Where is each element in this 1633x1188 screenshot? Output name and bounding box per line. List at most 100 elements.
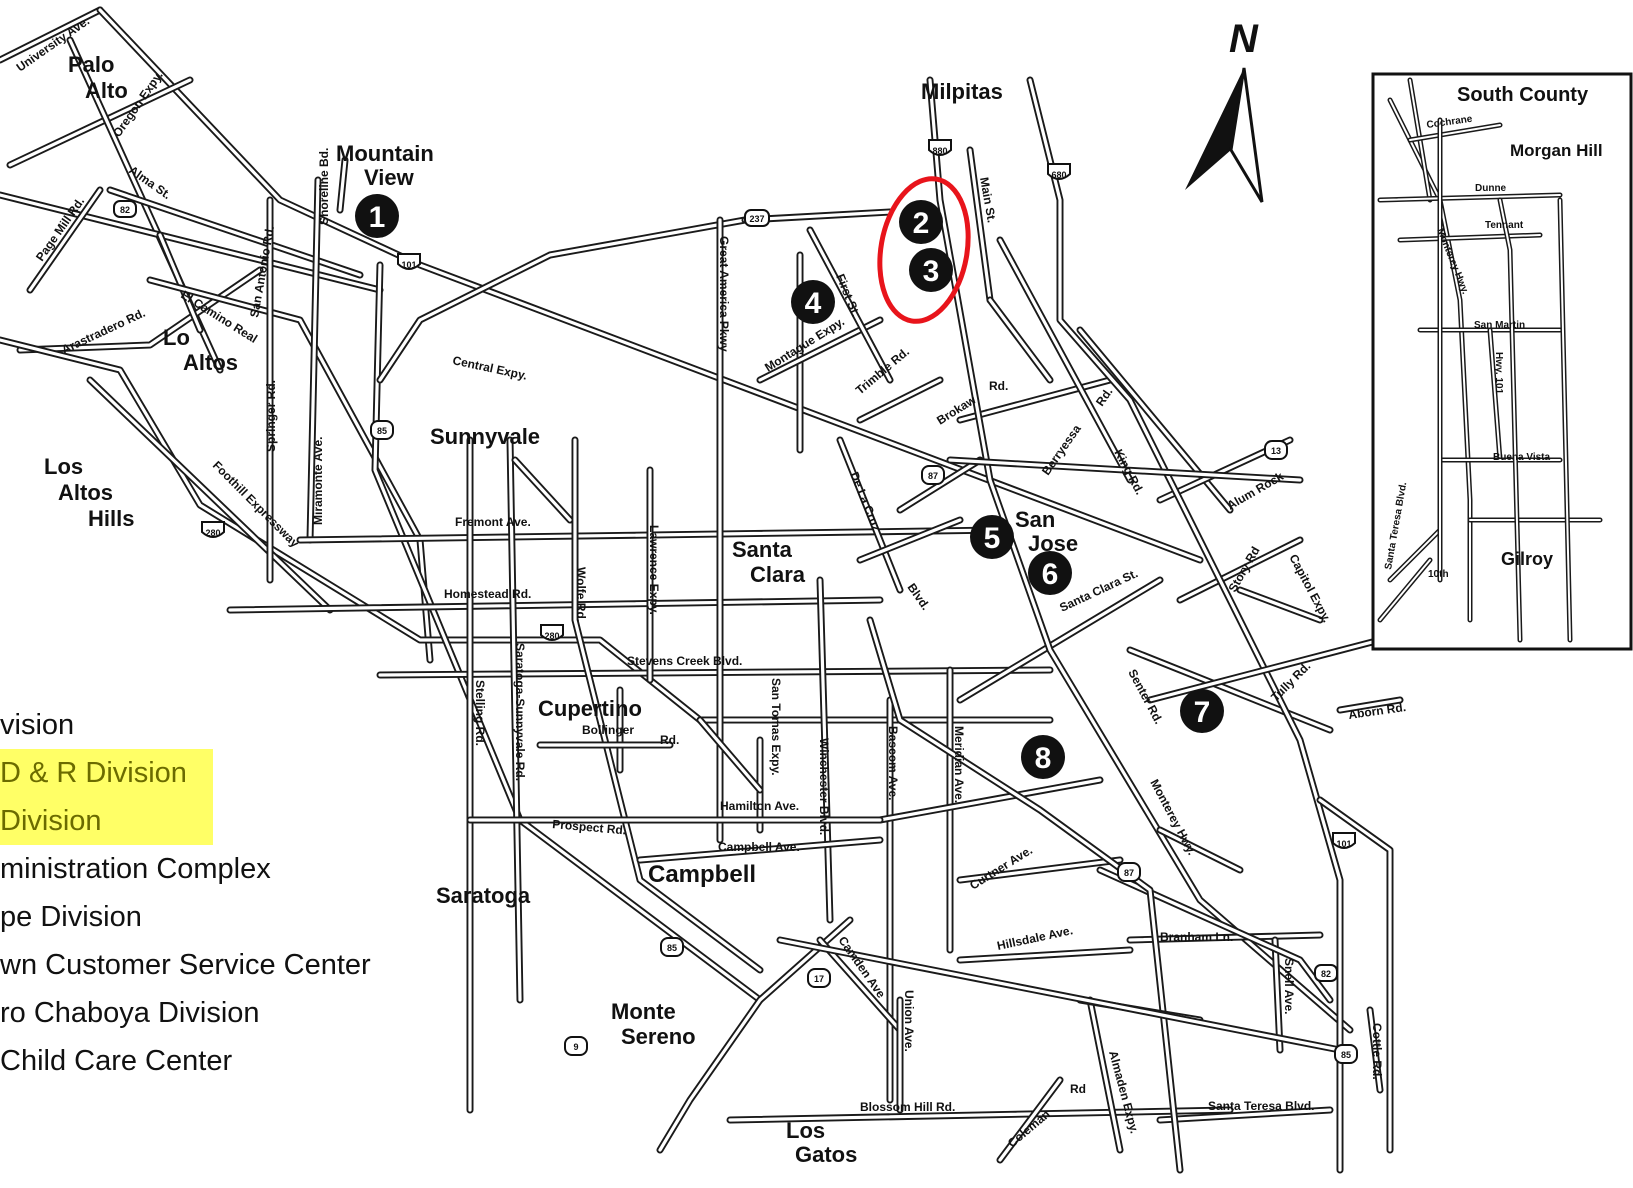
street-union: Union Ave. — [902, 990, 916, 1052]
roads-road-inner-46 — [658, 918, 852, 1152]
street-lawrence: Lawrence Expy. — [647, 525, 661, 615]
city-mountain-view-1: Mountain — [336, 141, 434, 166]
inset-roads-road-inner-2 — [1409, 124, 1501, 141]
city-los-gatos-2: Gatos — [795, 1142, 857, 1167]
svg-text:280: 280 — [544, 631, 559, 641]
street-first: First St. — [833, 272, 863, 319]
north-arrow: N — [1185, 17, 1264, 203]
legend-item-3: Division — [0, 797, 213, 845]
roads-road-inner-9 — [148, 278, 432, 662]
roads-road-inner-34 — [998, 238, 1132, 482]
roads-road-inner-8 — [158, 233, 202, 332]
inset-buena-vista: Buena Vista — [1493, 452, 1550, 463]
highlight-ellipse — [877, 176, 971, 324]
svg-text:13: 13 — [1271, 446, 1281, 456]
shield-101-south: 101 — [1332, 832, 1356, 849]
inset-gilroy: Gilroy — [1501, 549, 1553, 569]
city-lo-altos-1: Lo — [163, 325, 190, 350]
svg-text:17: 17 — [814, 974, 824, 984]
city-palo-alto-1: Palo — [68, 52, 114, 77]
street-blossom-hill: Blossom Hill Rd. — [860, 1100, 955, 1114]
inset-roads-road-inner-6 — [1489, 329, 1501, 461]
roads-road-inner-29 — [808, 228, 892, 382]
roads-road-inner-59 — [1368, 1008, 1382, 1092]
shield-82-north: 82 — [113, 200, 137, 218]
svg-text:5: 5 — [984, 522, 1001, 555]
shield-880: 880 — [928, 139, 952, 156]
shield-13: 13 — [1264, 440, 1288, 460]
roads-road-inner-20 — [378, 668, 1052, 677]
svg-text:7: 7 — [1194, 696, 1211, 729]
marker-2: 2 — [899, 200, 943, 244]
inset-roads-road-inner-10 — [1379, 559, 1431, 621]
roads-road-inner-15 — [373, 263, 762, 1002]
city-los-altos-hills-1: Los — [44, 454, 83, 479]
svg-text:880: 880 — [932, 146, 947, 156]
roads-road-inner-23 — [513, 458, 572, 522]
city-palo-alto-2: Alto — [85, 78, 128, 103]
marker-4: 4 — [791, 280, 835, 324]
roads-road-inner-62 — [1088, 998, 1122, 1152]
legend-item-4: ministration Complex — [0, 853, 271, 885]
marker-7: 7 — [1180, 689, 1224, 733]
shield-85-mid: 85 — [660, 937, 684, 957]
svg-text:237: 237 — [749, 214, 764, 224]
inset-roads-road-inner-11 — [1499, 199, 1521, 641]
legend-item-2: D & R Division — [0, 749, 213, 797]
street-bascom: Bascom Ave. — [886, 726, 900, 800]
inset-san-martin: San Martin — [1474, 320, 1525, 331]
roads-road-inner-19 — [228, 598, 882, 612]
roads-road-inner-24 — [573, 438, 762, 972]
svg-text:9: 9 — [573, 1042, 578, 1052]
inset-title: South County — [1457, 84, 1589, 106]
svg-text:85: 85 — [377, 426, 387, 436]
marker-6: 6 — [1028, 551, 1072, 595]
street-san-tomas: San Tomas Expy. — [769, 678, 783, 776]
roads-road-inner-2 — [8, 78, 192, 167]
roads-road-inner-16 — [378, 218, 747, 382]
inset-hwy-101: Hwy. 101 — [1493, 352, 1504, 394]
shield-280-east: 280 — [540, 624, 564, 641]
road-network — [0, 6, 1404, 1174]
roads-road-inner-60 — [728, 1108, 1232, 1122]
marker-8: 8 — [1021, 735, 1065, 779]
street-bollinger-rd: Rd. — [660, 733, 679, 747]
roads-road-inner-32 — [988, 298, 1052, 382]
roads-road-inner-55 — [1128, 933, 1322, 942]
street-bollinger: Bollinger — [582, 723, 634, 737]
marker-3: 3 — [909, 248, 953, 292]
street-santa-teresa: Santa Teresa Blvd. — [1208, 1099, 1315, 1113]
roads-road-inner-63 — [1158, 1108, 1332, 1122]
roads-road-inner-42 — [1338, 698, 1402, 712]
roads-road-inner-73 — [1158, 828, 1242, 872]
inset-roads-road-inner-9 — [1389, 529, 1441, 581]
highway-shields: 101 101 880 680 280 280 237 82 — [113, 139, 1358, 1064]
roads-road-16 — [376, 216, 749, 384]
city-monte-sereno-2: Sereno — [621, 1024, 696, 1049]
svg-text:85: 85 — [667, 943, 677, 953]
roads-road-inner-72 — [948, 458, 1302, 482]
svg-text:8: 8 — [1035, 742, 1052, 775]
svg-text:101: 101 — [401, 260, 416, 270]
city-campbell: Campbell — [648, 861, 756, 888]
city-mountain-view-2: View — [364, 165, 415, 190]
shield-17: 17 — [807, 968, 831, 988]
street-aborn: Aborn Rd. — [1347, 700, 1406, 722]
shield-680: 680 — [1047, 163, 1071, 180]
roads-road-inner-7 — [18, 268, 262, 352]
svg-text:82: 82 — [1321, 969, 1331, 979]
street-fremont: Fremont Ave. — [455, 515, 531, 529]
street-stevens-creek: Stevens Creek Blvd. — [627, 654, 742, 668]
street-snell: Snell Ave. — [1282, 958, 1296, 1014]
svg-text:280: 280 — [205, 528, 220, 538]
roads-road-inner-33 — [958, 378, 1112, 422]
shield-82-south: 82 — [1314, 964, 1338, 982]
shield-85-east: 85 — [1334, 1044, 1358, 1064]
roads-road-inner-31 — [968, 148, 992, 302]
roads-road-inner-56 — [818, 938, 902, 1032]
svg-text:1: 1 — [369, 201, 386, 234]
street-branham: Branham Ln. — [1160, 930, 1233, 944]
svg-text:87: 87 — [1124, 868, 1134, 878]
